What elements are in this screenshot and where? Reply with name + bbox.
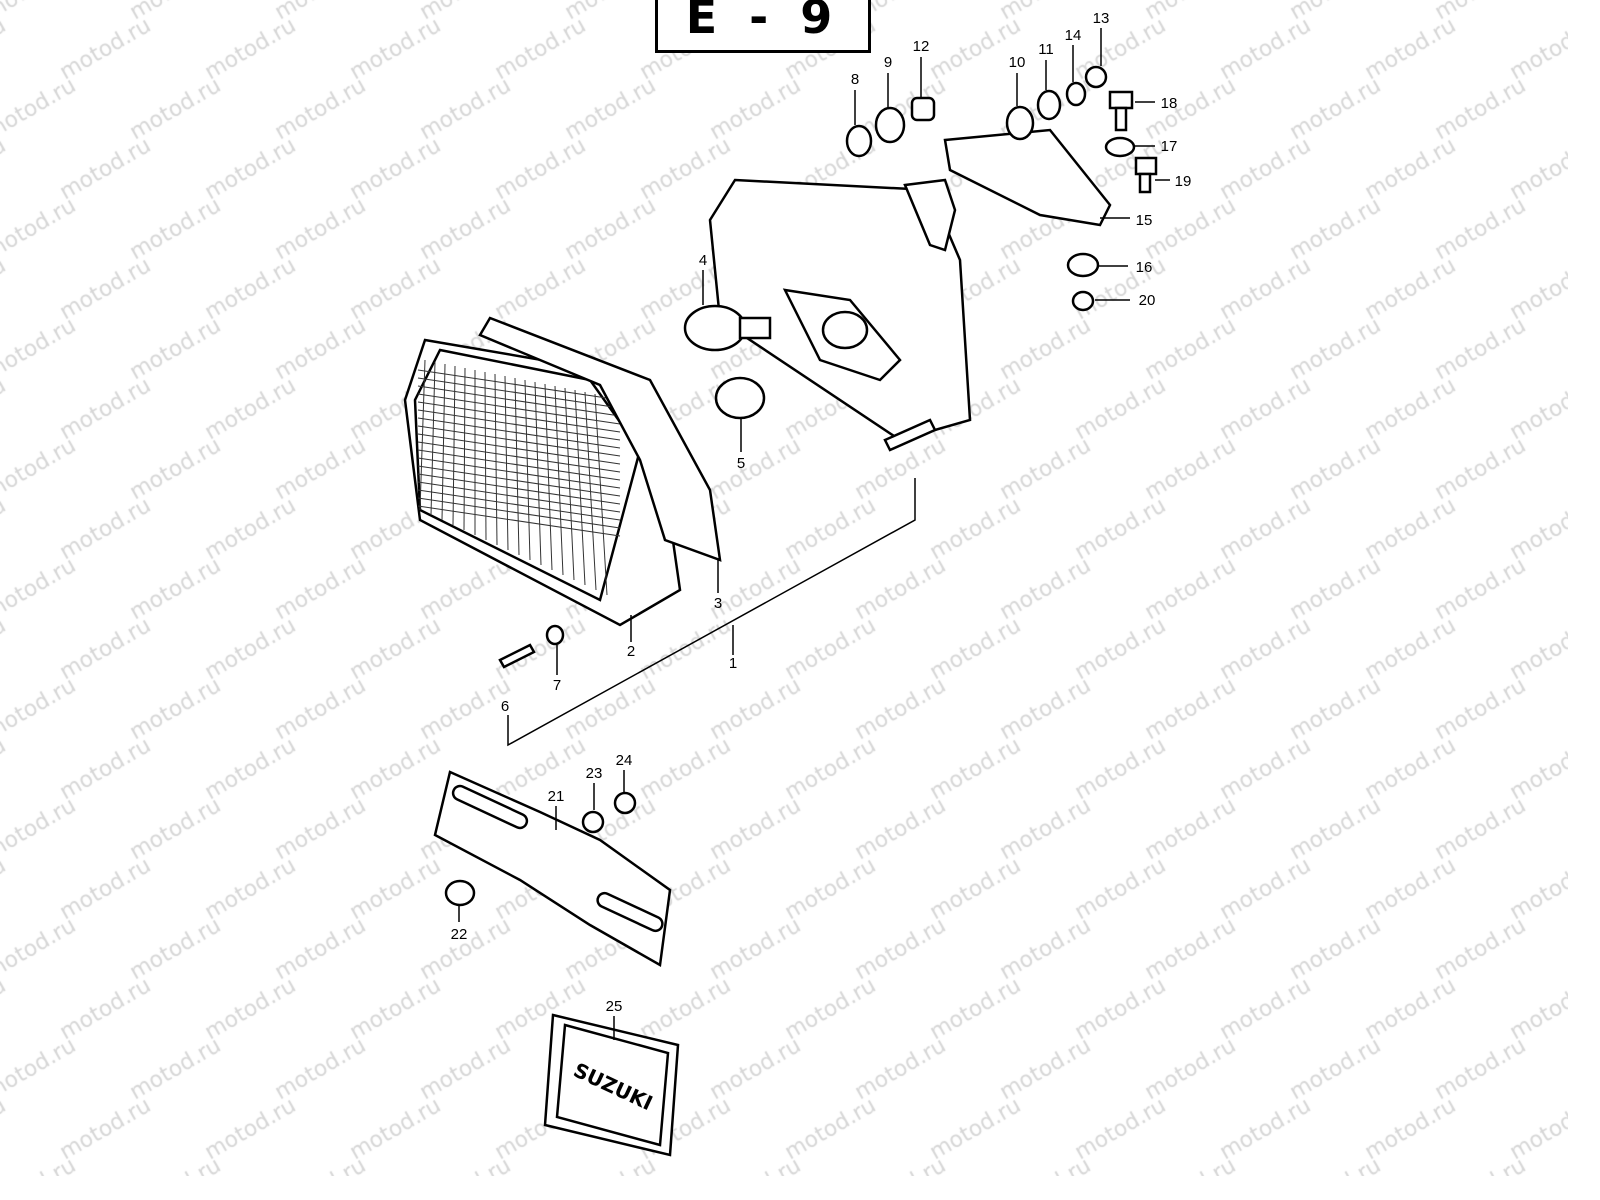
callout-22: 22	[451, 926, 468, 943]
callout-3: 3	[714, 595, 722, 612]
callout-13: 13	[1093, 10, 1110, 27]
callout-9: 9	[884, 54, 892, 71]
callout-15: 15	[1136, 212, 1153, 229]
callout-16: 16	[1136, 259, 1153, 276]
callout-12: 12	[913, 38, 930, 55]
callout-5: 5	[737, 455, 745, 472]
callout-18: 18	[1161, 95, 1178, 112]
figure-label: E - 9	[655, 0, 871, 53]
callout-25: 25	[606, 998, 623, 1015]
callout-23: 23	[586, 765, 603, 782]
callout-4: 4	[699, 252, 707, 269]
callout-8: 8	[851, 71, 859, 88]
callout-7: 7	[553, 677, 561, 694]
callout-6: 6	[501, 698, 509, 715]
callout-21: 21	[548, 788, 565, 805]
hardware	[498, 65, 1158, 669]
license-plate: SUZUKI	[543, 1013, 680, 1157]
parts-drawing: SUZUKI	[403, 10, 1192, 1157]
bracket	[943, 128, 1112, 227]
callout-20: 20	[1139, 292, 1156, 309]
callout-17: 17	[1161, 138, 1178, 155]
callout-11: 11	[1038, 41, 1054, 58]
callout-10: 10	[1009, 54, 1026, 71]
tail-lamp-lens	[403, 338, 682, 627]
callout-2: 2	[627, 643, 635, 660]
leader-lines	[458, 28, 1170, 1040]
callout-19: 19	[1175, 173, 1192, 190]
bulb-4-base	[738, 316, 772, 340]
lamp-housing	[708, 178, 972, 452]
bulb-5	[714, 376, 766, 420]
bulb-4	[683, 304, 747, 352]
license-bracket	[433, 770, 672, 968]
parts-diagram: SUZUKI	[0, 0, 1568, 1176]
callout-14: 14	[1065, 27, 1082, 44]
callout-24: 24	[616, 752, 633, 769]
gasket	[478, 316, 722, 562]
callout-1: 1	[729, 655, 737, 672]
